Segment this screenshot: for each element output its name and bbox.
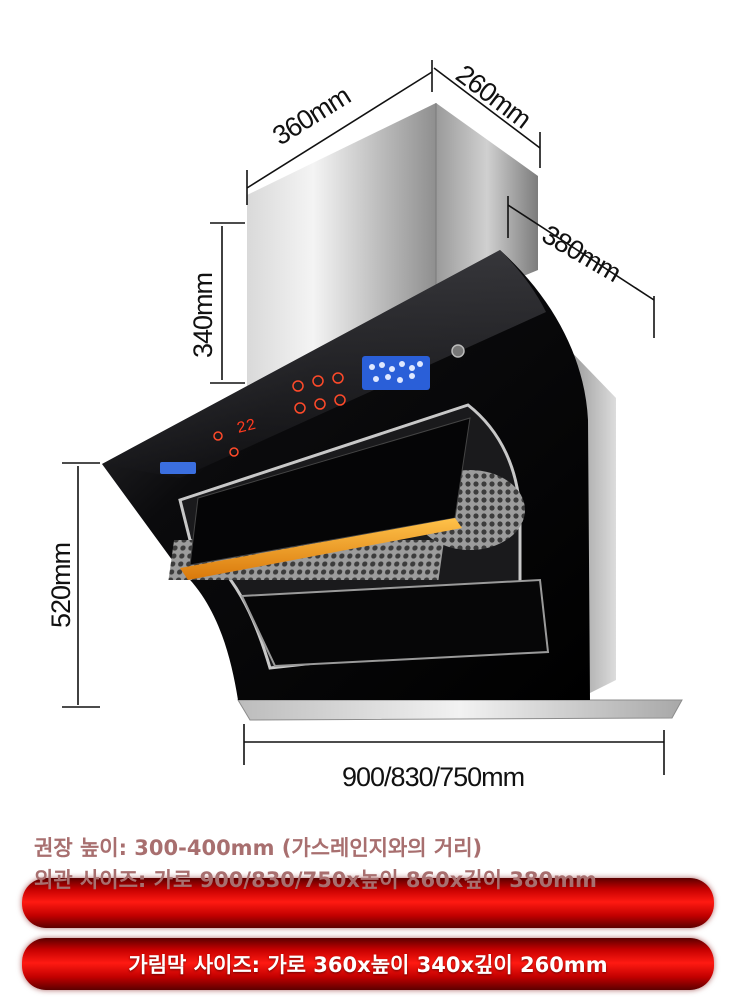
bottom-plate: [237, 699, 683, 721]
timer-icon[interactable]: [213, 431, 223, 441]
front-flap: [180, 417, 471, 580]
lower-display-screen: [160, 462, 196, 474]
product-diagram: 22 360mm 260mm 380mm 340mm 520mm 900/830…: [46, 59, 683, 792]
body-width-label: 900/830/750mm: [342, 762, 524, 792]
outer-size-note: 외관 사이즈: 가로 900/830/750x높이 860x깊이 380mm: [34, 868, 597, 892]
chimney-height-label: 340mm: [188, 273, 218, 358]
orange-trim: [180, 518, 462, 580]
curtain-size-band: 가림막 사이즈: 가로 360x높이 340x깊이 260mm: [22, 938, 714, 990]
outer-size-band: [22, 878, 714, 928]
dimension-lines: [62, 60, 665, 775]
speed-high-icon[interactable]: [334, 394, 346, 406]
range-hood-illustration: 22 360mm 260mm 380mm 340mm 520mm 900/830…: [46, 59, 683, 792]
speed-low-icon[interactable]: [294, 402, 306, 414]
power-icon[interactable]: [332, 372, 344, 384]
fan-icon[interactable]: [292, 380, 304, 392]
curtain-size-text: 가림막 사이즈: 가로 360x높이 340x깊이 260mm: [128, 953, 608, 977]
light-icon[interactable]: [312, 375, 324, 387]
body-height-label: 520mm: [46, 543, 76, 628]
control-panel: 22: [160, 344, 465, 474]
chimney-width-label: 360mm: [267, 81, 355, 152]
panel-display-number: 22: [235, 416, 258, 438]
panel-depth-label: 380mm: [537, 219, 626, 287]
clean-icon[interactable]: [229, 447, 239, 457]
speed-mid-icon[interactable]: [314, 398, 326, 410]
recommended-height-note: 권장 높이: 300-400mm (가스레인지와의 거리): [34, 836, 483, 860]
upper-display-screen: [362, 356, 430, 390]
sensor-icon: [451, 344, 465, 358]
